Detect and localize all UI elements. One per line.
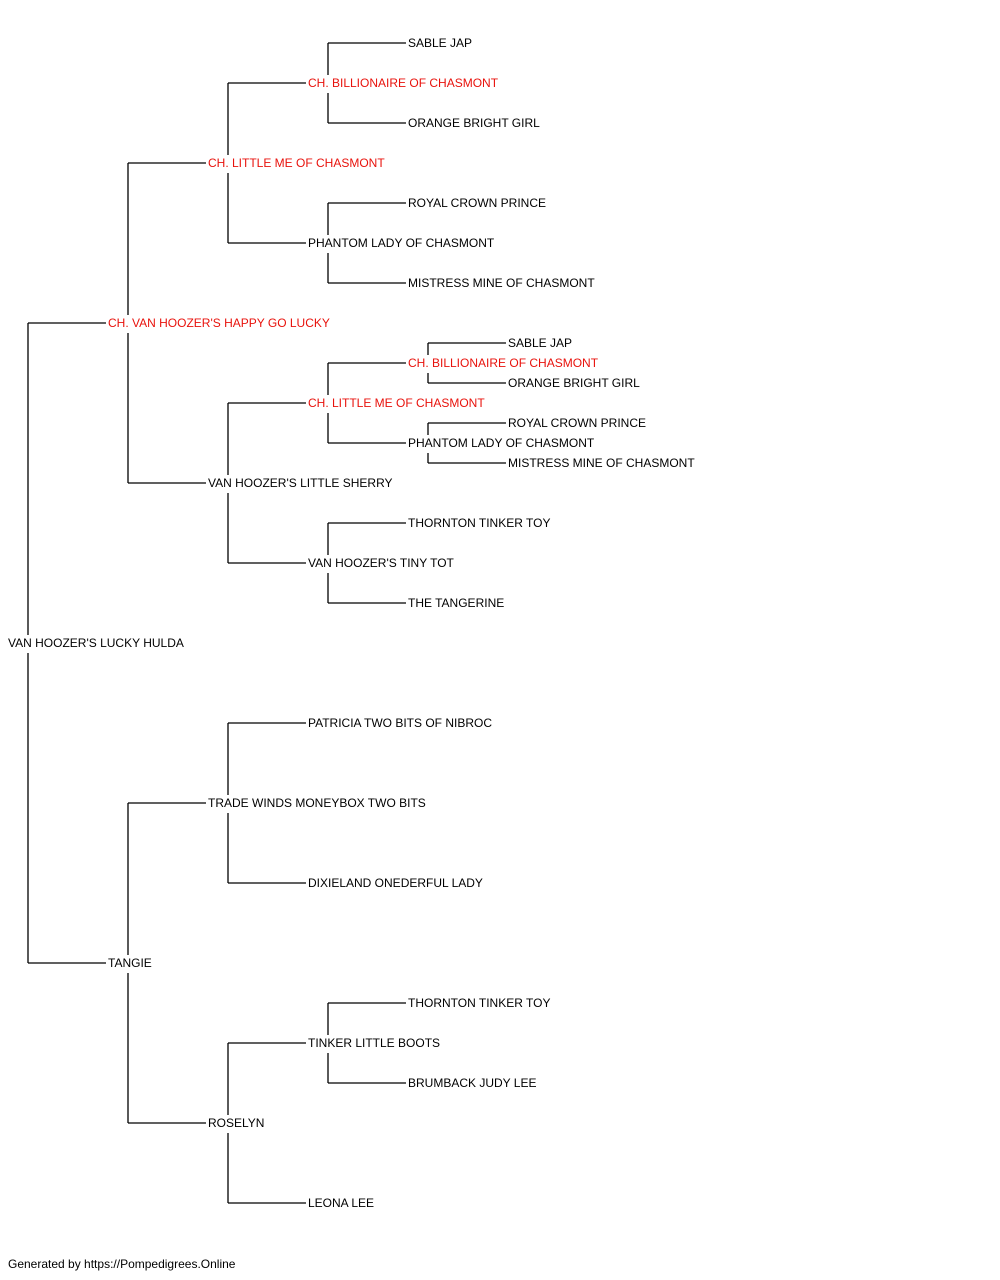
ancestor-name: ROYAL CROWN PRINCE [408,196,547,210]
ancestor-name: THE TANGERINE [408,596,505,610]
ancestor-name: CH. LITTLE ME OF CHASMONT [208,156,385,170]
ancestor-name: TRADE WINDS MONEYBOX TWO BITS [208,796,426,810]
ancestor-name: SABLE JAP [508,336,573,350]
footer-credit: Generated by https://Pompedigrees.Online [8,1257,236,1271]
ancestor-name: ROSELYN [208,1116,265,1130]
ancestor-name: VAN HOOZER'S LITTLE SHERRY [208,476,393,490]
ancestor-name: PHANTOM LADY OF CHASMONT [408,436,595,450]
ancestor-name: DIXIELAND ONEDERFUL LADY [308,876,483,890]
ancestor-name: THORNTON TINKER TOY [408,516,551,530]
ancestor-name: THORNTON TINKER TOY [408,996,551,1010]
ancestor-name: MISTRESS MINE OF CHASMONT [508,456,695,470]
ancestor-name: PHANTOM LADY OF CHASMONT [308,236,495,250]
ancestor-name: CH. VAN HOOZER'S HAPPY GO LUCKY [108,316,330,330]
ancestor-name: SABLE JAP [408,36,473,50]
ancestor-name: PATRICIA TWO BITS OF NIBROC [308,716,493,730]
ancestor-name: LEONA LEE [308,1196,375,1210]
ancestor-name: CH. BILLIONAIRE OF CHASMONT [308,76,499,90]
subject-name: VAN HOOZER'S LUCKY HULDA [8,636,184,650]
ancestor-name: ROYAL CROWN PRINCE [508,416,647,430]
ancestor-name: TANGIE [108,956,152,970]
ancestor-name: MISTRESS MINE OF CHASMONT [408,276,595,290]
ancestor-name: ORANGE BRIGHT GIRL [508,376,640,390]
ancestor-name: CH. BILLIONAIRE OF CHASMONT [408,356,599,370]
ancestor-name: BRUMBACK JUDY LEE [408,1076,537,1090]
ancestor-name: CH. LITTLE ME OF CHASMONT [308,396,485,410]
ancestor-name: ORANGE BRIGHT GIRL [408,116,540,130]
ancestor-name: TINKER LITTLE BOOTS [308,1036,441,1050]
ancestor-name: VAN HOOZER'S TINY TOT [308,556,454,570]
